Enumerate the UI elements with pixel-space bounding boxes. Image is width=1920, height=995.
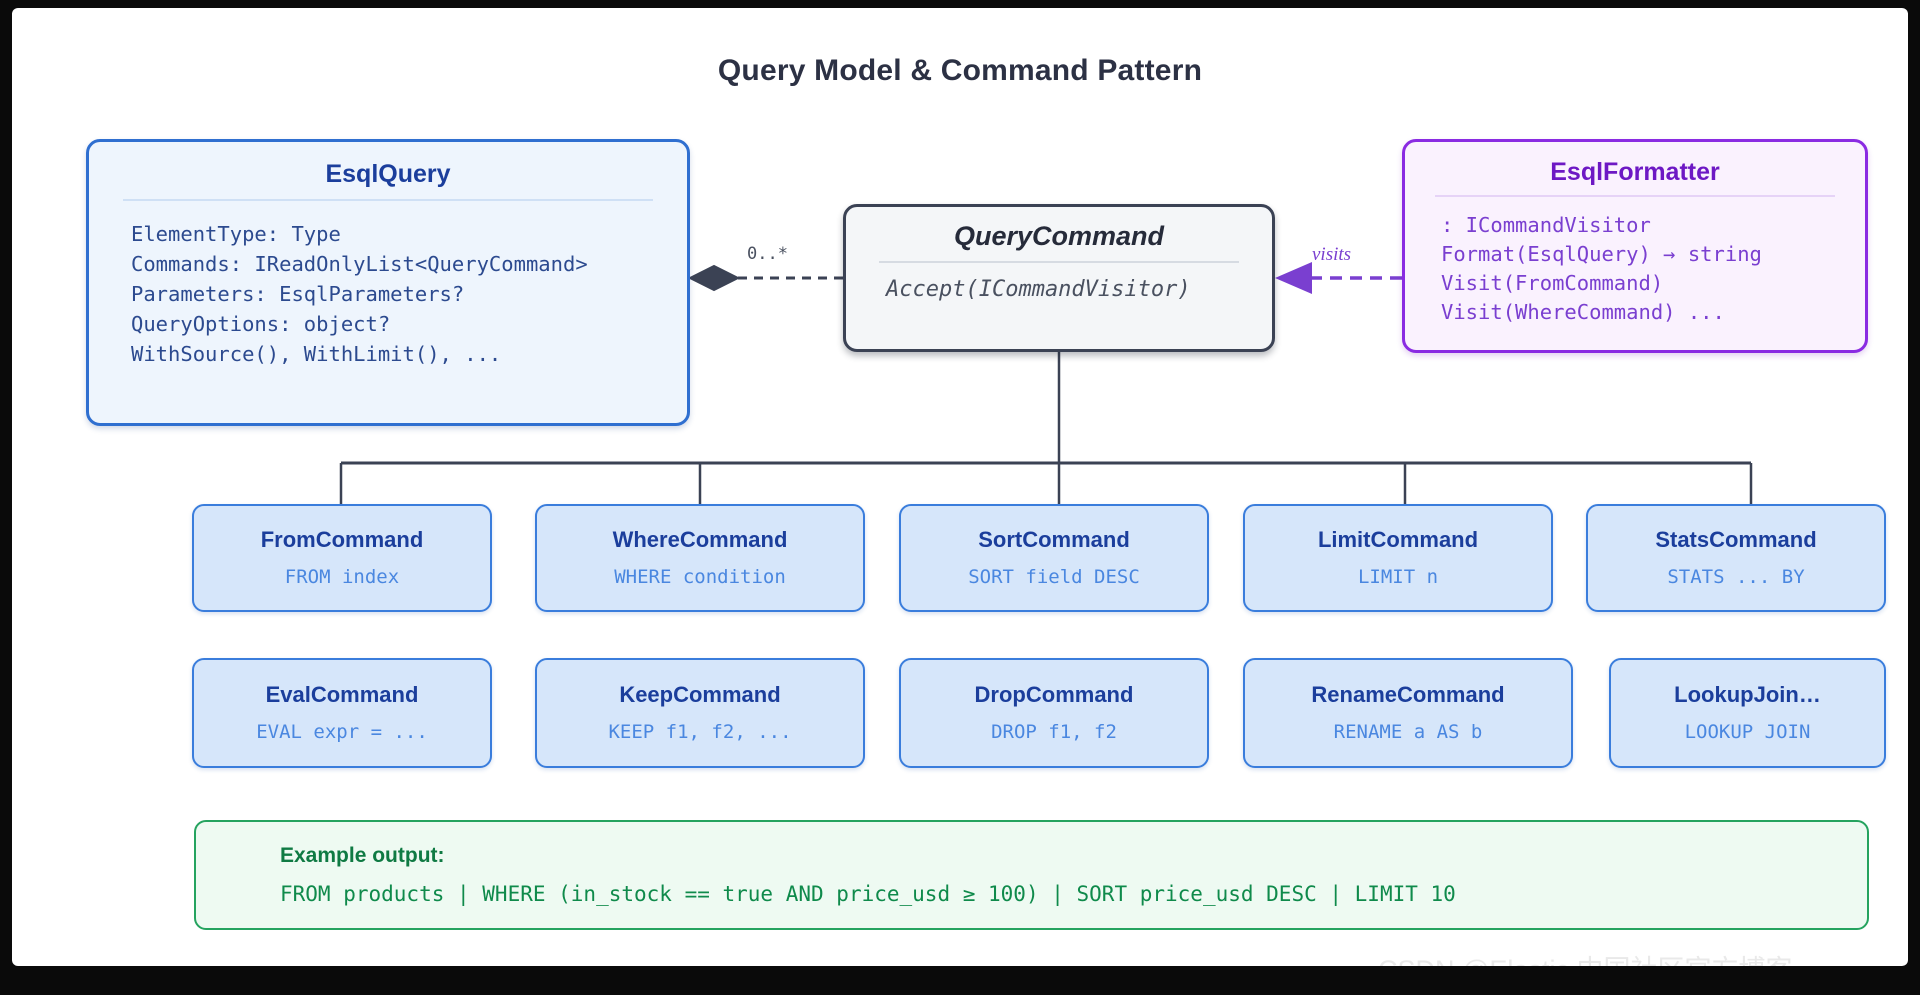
command-syntax: KEEP f1, f2, ... — [608, 721, 792, 743]
class-members-query-command: Accept(ICommandVisitor) — [886, 277, 1191, 302]
example-output-panel: Example output: FROM products | WHERE (i… — [194, 820, 1869, 930]
connector-layer: QueryCommand --> — [339, 262, 1753, 504]
class-members-esql-query: ElementType: Type Commands: IReadOnlyLis… — [131, 222, 588, 366]
composition-multiplicity-label: 0..* — [747, 244, 788, 264]
watermark: CSDN @Elastic 中国社区官方博客 — [1378, 948, 1792, 966]
command-syntax: RENAME a AS b — [1333, 721, 1483, 743]
class-box-esql-formatter[interactable]: EsqlFormatter : ICommandVisitor Format(E… — [1402, 139, 1868, 353]
example-output-label: Example output: — [280, 844, 445, 867]
command-syntax: WHERE condition — [614, 566, 786, 588]
composition-diamond — [687, 264, 741, 292]
diagram-sheet: Query Model & Command Pattern QueryComma… — [12, 8, 1908, 966]
command-name: KeepCommand — [619, 682, 781, 707]
class-box-esql-query[interactable]: EsqlQuery ElementType: Type Commands: IR… — [86, 139, 690, 426]
class-divider — [879, 261, 1239, 263]
example-output-code: FROM products | WHERE (in_stock == true … — [280, 882, 1456, 906]
command-syntax: SORT field DESC — [968, 566, 1140, 588]
visits-label: visits — [1312, 244, 1352, 265]
command-name: FromCommand — [260, 527, 424, 552]
command-name: EvalCommand — [265, 682, 419, 707]
command-name: RenameCommand — [1311, 682, 1505, 707]
command-syntax: FROM index — [284, 566, 400, 588]
page-title: Query Model & Command Pattern — [717, 54, 1203, 87]
command-syntax: STATS ... BY — [1667, 566, 1805, 588]
visits-arrowhead — [1275, 262, 1312, 294]
class-divider — [1435, 195, 1835, 197]
class-divider — [123, 199, 653, 201]
command-name: StatsCommand — [1655, 527, 1817, 552]
command-name: DropCommand — [974, 682, 1134, 707]
command-name: LookupJoin… — [1674, 682, 1821, 707]
class-title-esql-query: EsqlQuery — [325, 160, 451, 188]
command-name: WhereCommand — [612, 527, 788, 552]
command-name: SortCommand — [978, 527, 1130, 552]
class-members-esql-formatter: : ICommandVisitor Format(EsqlQuery) → st… — [1441, 213, 1762, 324]
class-title-esql-formatter: EsqlFormatter — [1550, 158, 1720, 186]
command-syntax: LIMIT n — [1357, 566, 1439, 588]
class-box-query-command[interactable]: QueryCommand Accept(ICommandVisitor) — [843, 204, 1275, 352]
command-syntax: DROP f1, f2 — [991, 721, 1117, 743]
command-box[interactable]: LookupJoin… LOOKUP JOIN — [1609, 658, 1886, 768]
command-name: LimitCommand — [1317, 527, 1479, 552]
class-title-query-command: QueryCommand — [953, 221, 1165, 251]
command-syntax: EVAL expr = ... — [256, 721, 428, 743]
command-syntax: LOOKUP JOIN — [1684, 721, 1811, 743]
